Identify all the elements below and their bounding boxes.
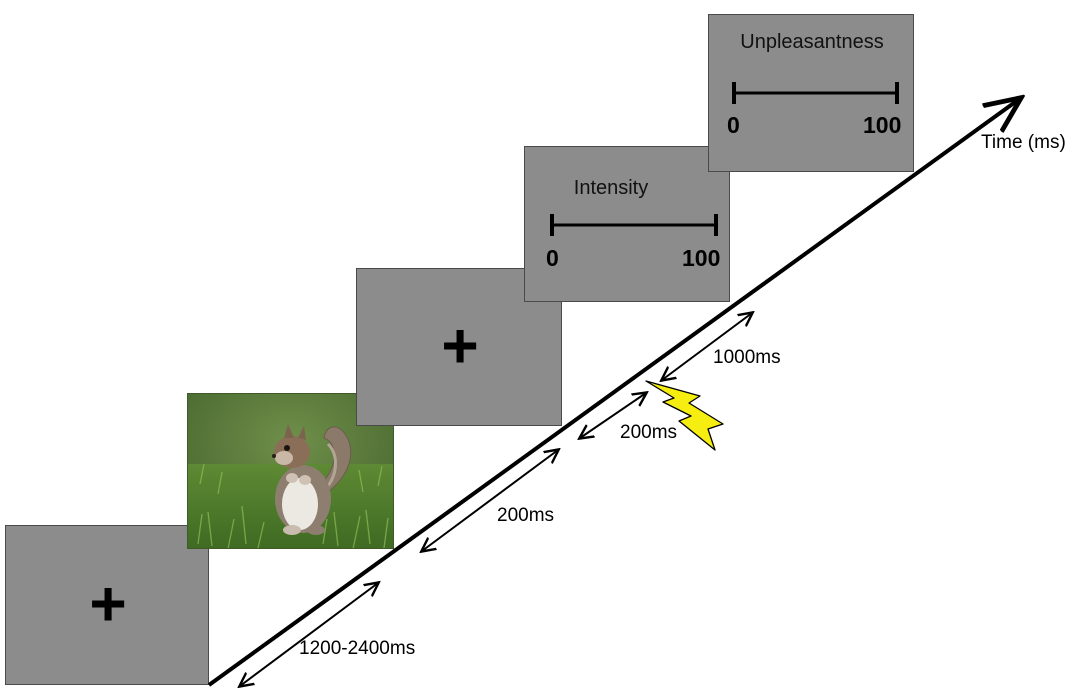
scale-max-label: 100 — [863, 112, 902, 138]
duration-arrow-2 — [422, 450, 558, 551]
rating-title: Intensity — [573, 177, 649, 199]
duration-arrow-3 — [580, 393, 646, 438]
lightning-bolt-icon — [645, 380, 724, 451]
fixation-cross: + — [441, 309, 479, 382]
duration-label-image: 200ms — [497, 505, 555, 526]
intensity-rating-screen: Intensity 0 100 — [524, 146, 730, 302]
squirrel-photo — [188, 394, 393, 548]
fixation-screen-1: + — [5, 525, 209, 685]
rating-scale — [732, 82, 899, 104]
duration-arrow-1 — [240, 583, 378, 686]
stimulus-image-screen — [187, 393, 394, 549]
fixation-cross: + — [89, 567, 127, 640]
scale-max-label: 100 — [682, 245, 721, 271]
rating-scale — [550, 214, 718, 236]
scale-min-label: 0 — [727, 112, 740, 138]
time-axis-arrow — [207, 100, 1018, 687]
scale-min-label: 0 — [546, 245, 559, 271]
rating-title: Unpleasantness — [740, 31, 884, 53]
duration-label-post-shock: 1000ms — [713, 347, 781, 368]
duration-label-fixation: 1200-2400ms — [299, 638, 416, 659]
time-axis-label: Time (ms) — [981, 132, 1066, 153]
duration-label-shock-delay: 200ms — [620, 422, 678, 443]
unpleasantness-rating-screen: Unpleasantness 0 100 — [708, 14, 914, 172]
duration-arrow-4 — [662, 313, 752, 380]
